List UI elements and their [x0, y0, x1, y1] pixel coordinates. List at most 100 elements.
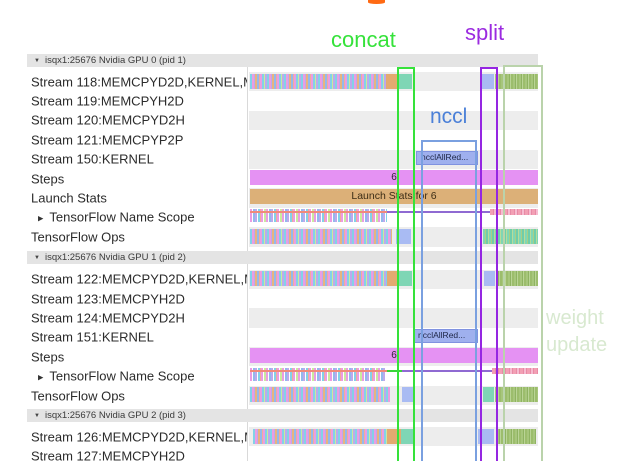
row-label: Steps	[31, 171, 247, 186]
row-label: Stream 123:MEMCPYH2D	[31, 291, 247, 306]
name-scope-expander[interactable]: ▶TensorFlow Name Scope	[38, 210, 247, 225]
gpu-section-title: isqx1:25676 Nvidia GPU 0 (pid 1)	[44, 55, 186, 66]
row-label-text: Stream 120:MEMCPYD2H	[31, 112, 185, 128]
row-label: Stream 120:MEMCPYD2H	[31, 113, 247, 128]
row-background	[249, 149, 538, 169]
scope-line	[250, 210, 387, 213]
expand-triangle-icon: ▶	[38, 215, 44, 223]
launch-stats-bar[interactable]: Launch Stats for 6	[250, 188, 538, 205]
row-label: Stream 151:KERNEL	[31, 330, 247, 345]
teal-event-bar[interactable]	[401, 428, 413, 444]
dense-events-bar[interactable]	[253, 428, 387, 444]
row-label-text: Stream 126:MEMCPYD2D,KERNEL,MI	[31, 429, 247, 445]
row-background	[249, 110, 538, 131]
memcpy-event-bar[interactable]	[387, 271, 399, 286]
row-label-text: Stream 121:MEMCPYP2P	[31, 132, 184, 148]
row-label-text: Steps	[31, 349, 65, 365]
teal-events-bar[interactable]	[483, 228, 538, 244]
dense-events-bar[interactable]	[250, 228, 392, 244]
row-label-text: Launch Stats	[31, 190, 107, 206]
row-label: Launch Stats	[31, 191, 247, 206]
row-label: TensorFlow Ops	[31, 229, 247, 244]
row-label-text: Stream 118:MEMCPYD2D,KERNEL,ME	[31, 74, 247, 90]
scope-line	[387, 210, 538, 213]
timeline-row: Stream 150:KERNEL ncclAllRed...	[0, 149, 622, 169]
scope-line	[387, 369, 402, 372]
row-label-text: Stream 123:MEMCPYH2D	[31, 291, 185, 307]
name-scope-expander[interactable]: ▶ TensorFlow Name Scope	[38, 369, 247, 384]
timeline-row: Stream 124:MEMCPYD2H	[0, 308, 622, 328]
collapse-triangle-icon: ▼	[34, 58, 40, 64]
green-events-bar[interactable]	[496, 271, 538, 286]
timeline-row: Steps 6	[0, 347, 622, 367]
blue-event-bar[interactable]	[484, 271, 495, 286]
memcpy-event-bar[interactable]	[386, 73, 399, 89]
teal-event-bar[interactable]	[399, 271, 412, 286]
timeline-row: Stream 122:MEMCPYD2D,KERNEL,MI	[0, 269, 622, 289]
row-label-text: Stream 122:MEMCPYD2D,KERNEL,MI	[31, 271, 247, 287]
blue-event-bar[interactable]	[481, 73, 494, 89]
dense-events-bar[interactable]	[250, 73, 386, 89]
expand-triangle-icon: ▶	[38, 374, 44, 382]
timeline-row: Stream 120:MEMCPYD2H	[0, 110, 622, 131]
row-label: Stream 122:MEMCPYD2D,KERNEL,MI	[31, 272, 247, 287]
timeline-row: ▶ TensorFlow Name Scope	[0, 367, 622, 386]
row-label-text: TensorFlow Ops	[31, 229, 125, 245]
timeline-row: TensorFlow Ops	[0, 385, 622, 406]
blue-event-bar[interactable]	[478, 428, 494, 444]
steps-bar[interactable]: 6	[250, 169, 538, 185]
dense-events-bar[interactable]	[250, 387, 390, 403]
timeline-row: TensorFlow Ops	[0, 227, 622, 247]
blue-event-bar[interactable]	[402, 387, 413, 403]
row-label: Stream 124:MEMCPYD2H	[31, 310, 247, 325]
green-events-bar[interactable]	[495, 387, 538, 403]
pink-events-bar[interactable]	[490, 208, 538, 215]
collapse-triangle-icon: ▼	[34, 255, 40, 261]
row-label: Stream 127:MEMCPYH2D	[31, 449, 247, 461]
teal-event-bar[interactable]	[483, 387, 494, 403]
row-label: Stream 121:MEMCPYP2P	[31, 132, 247, 147]
timeline-row: Stream 127:MEMCPYH2D	[0, 446, 622, 461]
row-label: Stream 150:KERNEL	[31, 152, 247, 167]
nccl-allreduce-bar[interactable]: ncclAllRed...	[413, 329, 478, 343]
gpu-section-title: isqx1:25676 Nvidia GPU 1 (pid 2)	[44, 252, 186, 263]
row-label-text: Stream 119:MEMCPYH2D	[31, 93, 184, 109]
row-label-text: Stream 151:KERNEL	[31, 329, 154, 345]
pink-events-bar[interactable]	[492, 367, 538, 374]
green-events-bar[interactable]	[497, 428, 536, 444]
memcpy-event-bar[interactable]	[387, 428, 401, 444]
timeline-row: Launch Stats Launch Stats for 6	[0, 188, 622, 208]
row-label: Stream 118:MEMCPYD2D,KERNEL,ME	[31, 74, 247, 89]
nccl-allreduce-bar[interactable]: ncclAllRed...	[416, 151, 478, 165]
gpu-section-header[interactable]: ▼ isqx1:25676 Nvidia GPU 0 (pid 1)	[27, 54, 538, 67]
teal-event-bar[interactable]	[399, 73, 412, 89]
row-label-text: Stream 124:MEMCPYD2H	[31, 310, 185, 326]
scope-line	[402, 369, 538, 372]
row-label-text: TensorFlow Ops	[31, 388, 125, 404]
scope-line	[250, 369, 387, 372]
collapse-triangle-icon: ▼	[34, 413, 40, 419]
blue-event-bar[interactable]	[396, 228, 411, 244]
timeline-row: Stream 126:MEMCPYD2D,KERNEL,MI	[0, 427, 622, 447]
green-events-bar[interactable]	[495, 73, 538, 89]
row-label-text: Steps	[31, 171, 65, 187]
timeline-row: Stream 118:MEMCPYD2D,KERNEL,ME	[0, 72, 622, 92]
row-background	[249, 308, 538, 328]
row-label: TensorFlow Ops	[31, 388, 247, 403]
timeline-row: Stream 151:KERNEL ncclAllRed...	[0, 328, 622, 347]
timeline-row: Steps 6	[0, 169, 622, 188]
gpu-section-header[interactable]: ▼isqx1:25676 Nvidia GPU 2 (pid 3)	[27, 409, 538, 422]
row-label: Steps	[31, 349, 247, 364]
row-label-text: TensorFlow Name Scope	[49, 368, 195, 384]
dense-events-bar[interactable]	[250, 271, 387, 286]
timeline-row: Stream 121:MEMCPYP2P	[0, 130, 622, 149]
row-label: Stream 126:MEMCPYD2D,KERNEL,MI	[31, 429, 247, 444]
row-label-text: Stream 127:MEMCPYH2D	[31, 448, 185, 461]
row-label: Stream 119:MEMCPYH2D	[31, 94, 247, 109]
row-label-text: Stream 150:KERNEL	[31, 151, 154, 167]
steps-bar[interactable]: 6	[250, 347, 538, 364]
gpu-section-header[interactable]: ▼ isqx1:25676 Nvidia GPU 1 (pid 2)	[27, 251, 538, 264]
timeline-row: Stream 123:MEMCPYH2D	[0, 289, 622, 308]
